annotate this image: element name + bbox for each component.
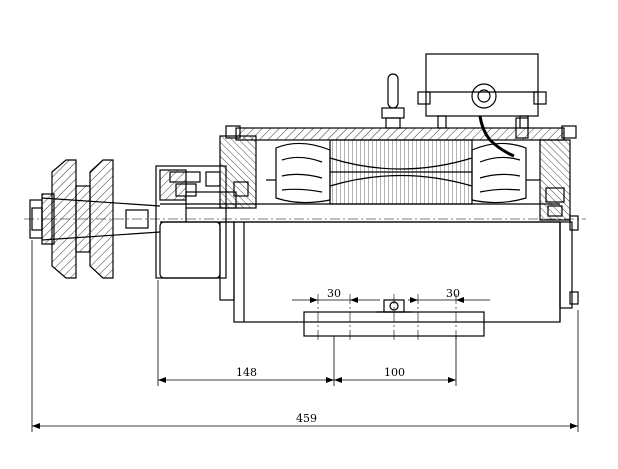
terminal-box [417,53,547,158]
lifting-eye [381,73,405,129]
dimension-overall-length: 459 [296,412,317,425]
stator-winding [266,142,540,204]
dimension-mount-spacing: 100 [384,366,405,379]
dimension-shaft-to-mount: 148 [236,366,257,379]
motor-body [159,221,573,323]
dimension-gap-left: 30 [327,287,341,300]
rotor-core [329,139,473,205]
centre-lines [24,218,586,340]
dimension-gap-right: 30 [446,287,460,300]
dimension-labels: 30 30 148 100 459 [236,287,460,425]
front-flange [155,135,257,279]
motor-housing-top [225,117,579,305]
dimension-lines [31,240,579,432]
